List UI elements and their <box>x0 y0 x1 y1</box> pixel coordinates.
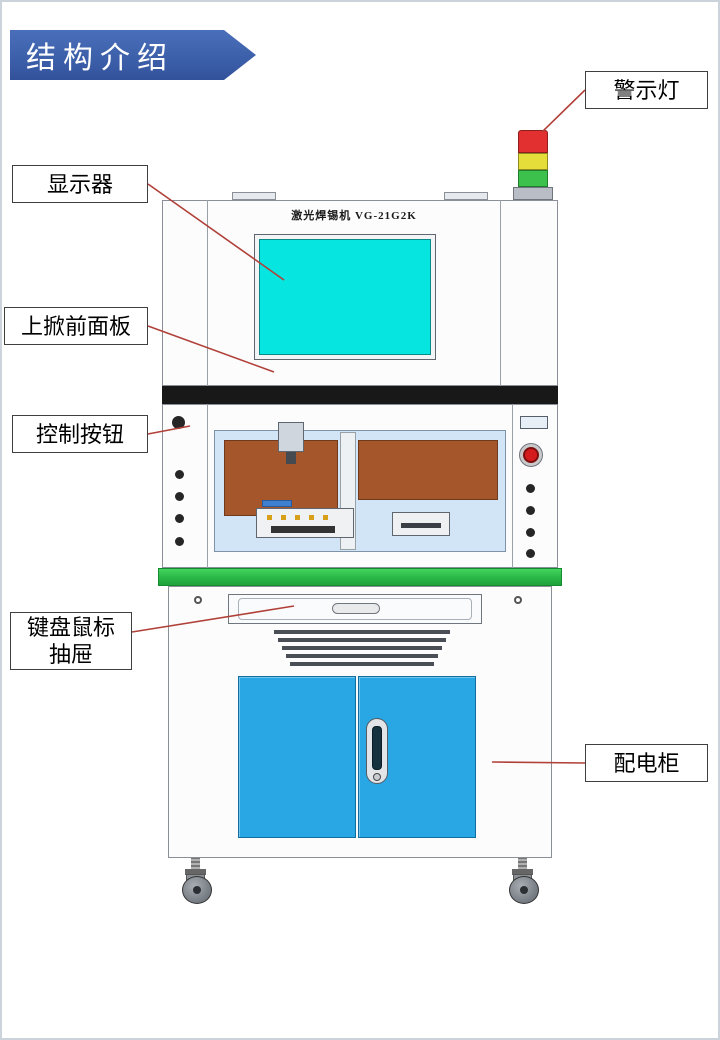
control-button[interactable] <box>175 514 184 523</box>
control-button[interactable] <box>526 528 535 537</box>
model-label: 激光焊锡机 VG-21G2K <box>291 210 417 222</box>
warning-light-base <box>513 187 553 200</box>
caster-stem-right <box>518 858 527 871</box>
door-handle[interactable] <box>372 726 382 770</box>
solder-pad <box>281 515 286 520</box>
page-title: 结构介绍 <box>26 42 174 75</box>
fixture-tray-right <box>392 512 450 536</box>
drawer-handle[interactable] <box>332 603 380 614</box>
control-button[interactable] <box>175 470 184 479</box>
vent-louver <box>282 646 442 650</box>
head-right-column-line <box>500 200 501 386</box>
warning-light-red-segment <box>518 130 548 153</box>
title-banner: 结构介绍 <box>10 30 256 80</box>
callout-power-cabinet-label: 配电柜 <box>613 750 680 776</box>
caster-nut-right <box>512 869 533 875</box>
callout-control-buttons-label: 控制按钮 <box>35 421 124 447</box>
chamber-right-panel <box>358 440 498 500</box>
callout-control-buttons: 控制按钮 <box>12 415 148 453</box>
laser-head <box>278 422 304 452</box>
caster-hub-left <box>193 886 201 894</box>
cabinet-screw <box>514 596 522 604</box>
top-vent-left <box>232 192 276 200</box>
warning-light-yellow-segment <box>518 153 548 170</box>
caster-stem-left <box>191 858 200 871</box>
caster-nut-left <box>185 869 206 875</box>
front-panel-hinge-band <box>162 386 558 404</box>
callout-front-panel-label: 上掀前面板 <box>20 313 131 339</box>
emergency-stop-button[interactable] <box>523 447 539 463</box>
warning-light-green-segment <box>518 170 548 187</box>
mid-left-column-line <box>207 404 208 568</box>
vent-louver <box>290 662 434 666</box>
callout-warning-light-label: 警示灯 <box>613 77 680 103</box>
callout-power-cabinet: 配电柜 <box>585 744 708 782</box>
solder-pad <box>323 515 328 520</box>
vent-louver <box>286 654 438 658</box>
fixture-clamp <box>262 500 292 507</box>
mid-right-column-line <box>512 404 513 568</box>
vent-louver <box>274 630 450 634</box>
callout-warning-light: 警示灯 <box>585 71 708 109</box>
cabinet-door-left[interactable] <box>238 676 356 838</box>
callout-keyboard-drawer-label-line1: 键盘鼠标 <box>26 615 115 640</box>
control-button[interactable] <box>526 549 535 558</box>
door-keyhole <box>373 773 381 781</box>
conveyor-strip <box>158 568 562 586</box>
control-button[interactable] <box>526 484 535 493</box>
tray-connector <box>271 526 335 533</box>
head-left-column-line <box>207 200 208 386</box>
solder-pad <box>295 515 300 520</box>
cabinet-screw <box>194 596 202 604</box>
top-vent-right <box>444 192 488 200</box>
callout-monitor: 显示器 <box>12 165 148 203</box>
vent-louver <box>278 638 446 642</box>
counter-display <box>520 416 548 429</box>
monitor-screen <box>259 239 431 355</box>
caster-hub-right <box>520 886 528 894</box>
tray-connector <box>401 523 441 528</box>
solder-pad <box>267 515 272 520</box>
solder-pad <box>309 515 314 520</box>
callout-front-panel: 上掀前面板 <box>4 307 148 345</box>
fixture-tray-left <box>256 508 354 538</box>
control-knob[interactable] <box>172 416 185 429</box>
leader-warning-light <box>541 89 586 133</box>
callout-keyboard-drawer: 键盘鼠标 抽屉 <box>10 612 132 670</box>
control-button[interactable] <box>526 506 535 515</box>
callout-keyboard-drawer-label-line2: 抽屉 <box>48 642 93 667</box>
callout-monitor-label: 显示器 <box>46 171 113 197</box>
laser-tip <box>286 452 296 464</box>
control-button[interactable] <box>175 492 184 501</box>
control-button[interactable] <box>175 537 184 546</box>
